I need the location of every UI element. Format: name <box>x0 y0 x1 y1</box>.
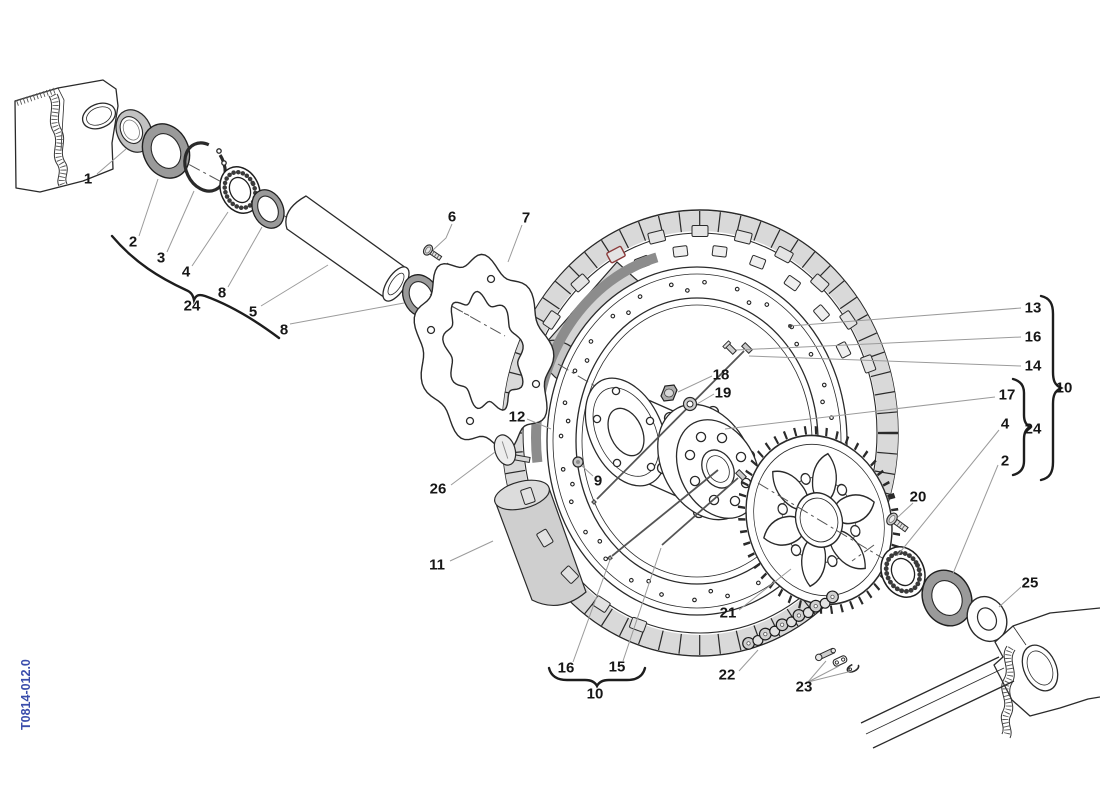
seal-part-1 <box>115 109 153 153</box>
callout-label: 20 <box>910 489 927 506</box>
callout-label: 19 <box>715 385 732 402</box>
nipple-part-9 <box>572 456 584 468</box>
callout-label: 24 <box>184 298 201 315</box>
center-axis-wheel <box>429 293 506 337</box>
callout-label: 5 <box>249 304 257 321</box>
callout-label: 21 <box>720 605 737 622</box>
tread-knob <box>839 310 858 330</box>
tread-knob <box>835 341 852 359</box>
brace-24-left <box>110 234 281 340</box>
callout-label: 13 <box>1025 300 1042 317</box>
spacer-ring-part-8a <box>251 189 285 229</box>
drawing-number: T0814-012.0 <box>19 659 33 730</box>
master-link-parts-23 <box>815 647 860 673</box>
swingarm-right-end <box>860 607 1100 749</box>
callout-label: 2 <box>1001 453 1009 470</box>
chain-link-pin <box>813 604 818 609</box>
callout-label: 18 <box>713 367 730 384</box>
callout-label: 15 <box>609 659 626 676</box>
tire-tread-knobs-lower <box>520 487 648 633</box>
tread-knob <box>560 565 579 584</box>
tread-knob-red <box>606 245 626 264</box>
sprocket-bolt-hole <box>777 503 788 516</box>
brace-24-right <box>1011 377 1033 477</box>
callout-label: 1 <box>84 171 92 188</box>
tread-knob <box>542 310 561 330</box>
callout-label: 2 <box>129 234 137 251</box>
washer-part-19 <box>682 396 698 412</box>
chain-link-pin <box>763 631 768 637</box>
spokes-parts-14-15 <box>591 340 754 561</box>
callout-label: 22 <box>719 667 736 684</box>
tread-knob <box>774 246 794 264</box>
tread-knob <box>672 245 689 258</box>
sprocket-bolt-hole <box>827 555 838 568</box>
rim-band-part-12 <box>531 246 867 630</box>
callout-label: 26 <box>430 481 447 498</box>
tread-knob <box>691 225 709 237</box>
tread-knob <box>520 487 536 505</box>
brace-10-bottom <box>547 666 647 689</box>
axle-slot <box>81 102 117 130</box>
callout-label: 16 <box>1025 329 1042 346</box>
axle-tube-part-5 <box>285 195 410 302</box>
chain-link-pin <box>780 622 785 627</box>
valve-part-26 <box>493 434 531 466</box>
callout-label: 4 <box>1001 416 1010 433</box>
callout-label: 14 <box>1025 358 1042 375</box>
tread-knob <box>570 273 590 293</box>
tread-knob <box>813 304 830 322</box>
chain-link-pin <box>796 613 802 618</box>
sprocket-bolt-hole <box>790 544 802 557</box>
sprocket-bolt-hole <box>836 483 848 496</box>
spacer-part-25 <box>966 595 1008 643</box>
callout-label: 7 <box>522 210 530 227</box>
chain-part-22 <box>742 590 839 650</box>
tread-knob <box>536 528 554 548</box>
callout-label: 6 <box>448 209 456 226</box>
callout-label: 16 <box>558 660 575 677</box>
brace-10-right <box>1039 294 1064 482</box>
chain-link-pin <box>830 594 835 599</box>
hub-part-17 <box>584 377 761 521</box>
tread-knob <box>783 275 801 292</box>
brake-disc-part-7 <box>413 253 555 451</box>
tread-knob <box>734 229 753 245</box>
weld-hatch <box>50 93 67 187</box>
sprocket-bolt-hole <box>800 472 811 485</box>
seal-part-2 <box>141 123 191 179</box>
spoke-nipple-part-16 <box>722 340 738 356</box>
callout-label: 23 <box>796 679 813 696</box>
leader-lines <box>96 148 1022 683</box>
hub-nut-part-18 <box>660 384 678 402</box>
sprocket-bolt-part-20 <box>851 512 909 562</box>
callout-label: 3 <box>157 250 165 267</box>
tread-knob <box>647 229 666 245</box>
callout-label: 9 <box>594 473 602 490</box>
callout-label: 12 <box>509 409 526 426</box>
callout-label: 10 <box>1056 380 1073 397</box>
tread-knob <box>860 354 877 374</box>
bearing-part-4 <box>219 166 261 214</box>
bearing-part-4-right <box>880 546 926 598</box>
tread-knob <box>810 273 830 293</box>
swingarm-left-end <box>14 79 119 193</box>
callout-label: 10 <box>587 686 604 703</box>
callout-label: 25 <box>1022 575 1039 592</box>
callout-label: 8 <box>280 322 288 339</box>
callout-label: 8 <box>218 285 226 302</box>
callout-label: 11 <box>429 557 445 574</box>
circlip-part-3 <box>183 141 227 193</box>
callout-label: 4 <box>182 264 191 281</box>
group-braces <box>110 234 1064 689</box>
tread-knob <box>711 245 728 258</box>
sprocket-bolt-hole <box>850 524 861 537</box>
chain-link-pin <box>746 641 751 646</box>
seal-part-2-right <box>921 569 973 627</box>
callout-label: 17 <box>999 387 1016 404</box>
callout-label: 24 <box>1025 421 1042 438</box>
tread-knob <box>749 254 767 270</box>
